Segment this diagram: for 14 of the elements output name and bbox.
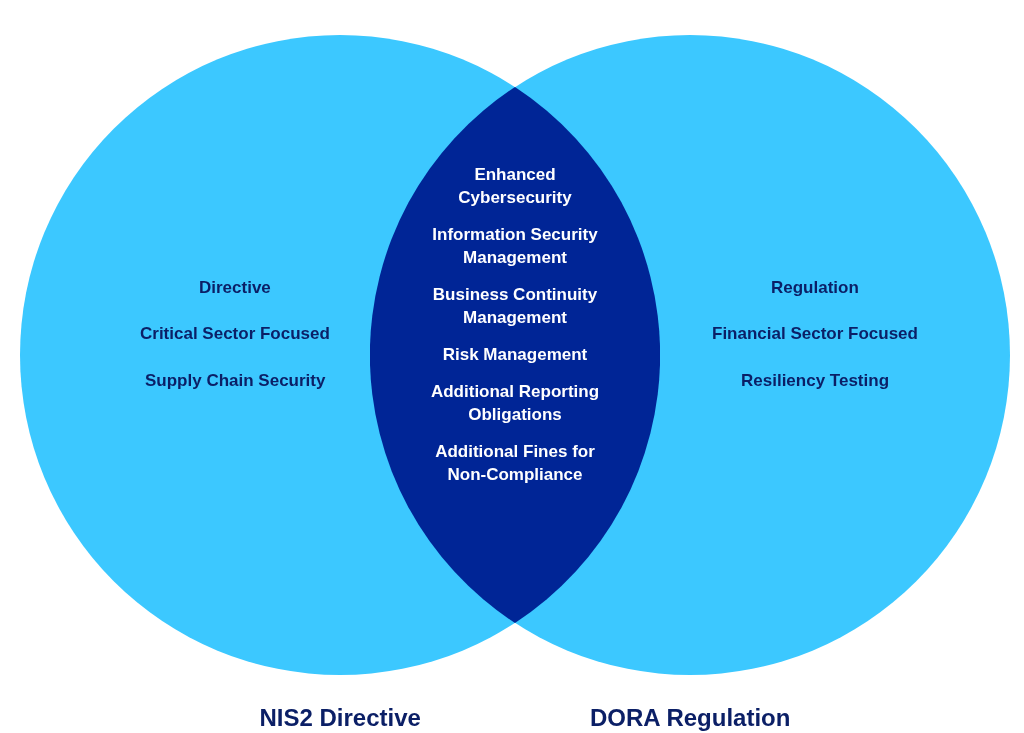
- feature-label: Regulation: [771, 277, 859, 299]
- circle-title: DORA Regulation: [590, 703, 791, 733]
- feature-label: Resiliency Testing: [741, 370, 889, 392]
- feature-label: Directive: [199, 277, 271, 299]
- feature-label: Information Security Management: [431, 224, 599, 269]
- feature-label: Risk Management: [441, 344, 589, 366]
- feature-label: Supply Chain Security: [145, 370, 326, 392]
- feature-label: Financial Sector Focused: [712, 323, 918, 345]
- feature-label: Additional Fines for Non-Compliance: [434, 441, 596, 486]
- feature-label: Enhanced Cybersecurity: [457, 164, 573, 209]
- feature-label: Additional Reporting Obligations: [429, 381, 601, 426]
- circle-title: NIS2 Directive: [259, 703, 421, 733]
- feature-label: Business Continuity Management: [431, 284, 599, 329]
- feature-label: Critical Sector Focused: [140, 323, 330, 345]
